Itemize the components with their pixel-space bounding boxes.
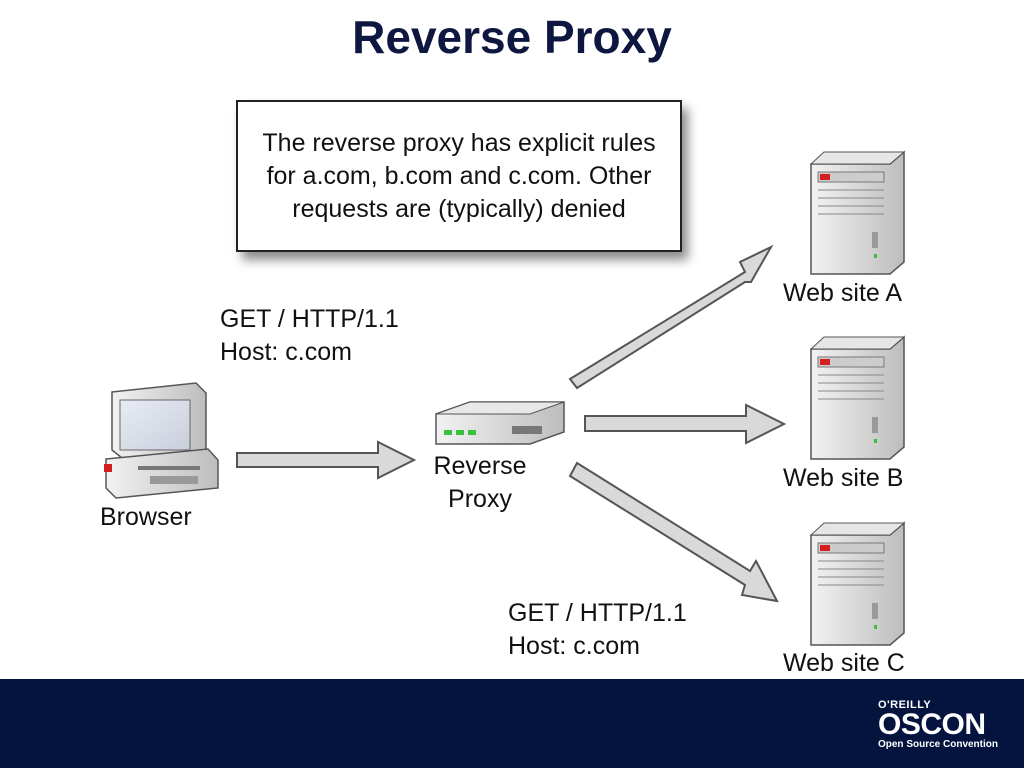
request-top-line2: Host: c.com bbox=[220, 338, 352, 366]
arrow-proxy-to-site-a bbox=[568, 244, 774, 390]
footer-bar: O'REILLY OSCON Open Source Convention bbox=[0, 679, 1024, 768]
proxy-rules-note: The reverse proxy has explicit rules for… bbox=[236, 100, 682, 252]
oreilly-wordmark: O'REILLY bbox=[877, 699, 932, 711]
reverse-proxy-device-icon bbox=[435, 401, 565, 445]
oscon-tagline: Open Source Convention bbox=[877, 739, 998, 750]
web-site-c-label: Web site C bbox=[783, 649, 905, 677]
request-top: GET / HTTP/1.1 Host: c.com bbox=[220, 303, 399, 369]
slide-title: Reverse Proxy bbox=[352, 11, 672, 63]
arrow-proxy-to-site-b bbox=[584, 403, 787, 445]
browser-label: Browser bbox=[100, 503, 192, 531]
web-site-a-label: Web site A bbox=[783, 279, 903, 307]
arrow-browser-to-proxy bbox=[236, 440, 417, 480]
proxy-label: Reverse Proxy bbox=[420, 450, 540, 516]
web-site-a-server-icon bbox=[809, 150, 906, 275]
request-bottom-line2: Host: c.com bbox=[508, 632, 640, 660]
request-bottom: GET / HTTP/1.1 Host: c.com bbox=[508, 597, 687, 663]
request-top-line1: GET / HTTP/1.1 bbox=[220, 305, 399, 333]
oscon-logo: O'REILLY OSCON Open Source Convention bbox=[878, 699, 998, 750]
web-site-b-label: Web site B bbox=[783, 464, 904, 492]
arrow-proxy-to-site-c bbox=[568, 461, 779, 603]
proxy-label-line1: Reverse bbox=[433, 452, 527, 480]
oscon-wordmark: OSCON bbox=[877, 708, 986, 741]
web-site-b-server-icon bbox=[809, 335, 906, 460]
proxy-label-line2: Proxy bbox=[448, 485, 512, 513]
request-bottom-line1: GET / HTTP/1.1 bbox=[508, 599, 687, 627]
browser-computer-icon bbox=[104, 382, 219, 499]
web-site-c-server-icon bbox=[809, 521, 906, 646]
